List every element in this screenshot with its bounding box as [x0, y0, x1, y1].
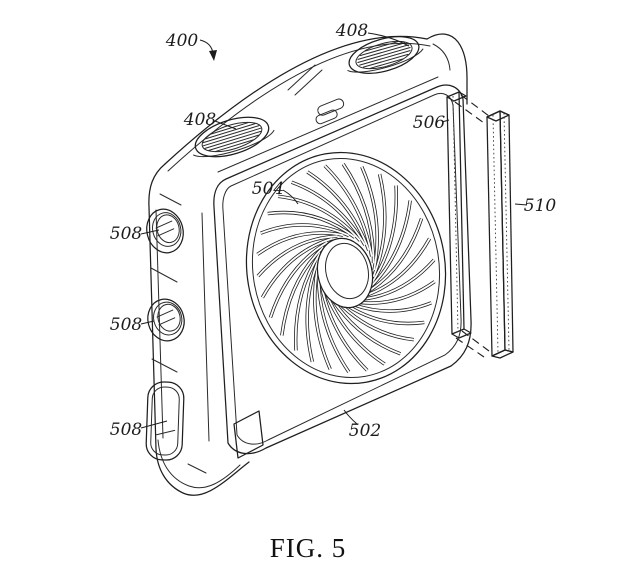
fan-hub	[316, 237, 374, 309]
ref-label-408-top: 408	[335, 21, 369, 41]
vent-hatch-lines	[357, 41, 411, 69]
top-slot	[315, 98, 345, 125]
fan-grille	[245, 151, 447, 385]
ref-label-510: 510	[524, 196, 557, 216]
front-square-port	[233, 410, 264, 459]
ref-label-400: 400	[165, 31, 199, 51]
vent-top-right	[347, 36, 424, 74]
top-face-details	[193, 36, 424, 158]
ref-label-408-left: 408	[183, 110, 217, 130]
side-button-bottom	[145, 381, 185, 461]
ref-arrowhead-400	[209, 50, 217, 61]
top-crease-bevel	[217, 76, 439, 173]
figure-caption: FIG. 5	[270, 533, 347, 563]
ref-label-506: 506	[413, 113, 446, 133]
left-crease-bevel	[201, 212, 210, 442]
ref-label-508-top: 508	[110, 224, 143, 244]
vent-hatch-lines	[202, 122, 262, 152]
ref-label-508-bottom: 508	[110, 420, 143, 440]
corner-seam	[432, 43, 451, 71]
side-button-top	[146, 208, 184, 254]
clip-bar	[486, 110, 514, 359]
ref-label-504: 504	[252, 179, 284, 199]
side-button-middle	[147, 298, 185, 342]
ref-label-508-middle: 508	[110, 315, 143, 335]
fan-hub-inner	[325, 242, 369, 300]
side-rail	[446, 91, 472, 339]
reference-labels: 400 408 408 504 506 510 508 508 508 502	[110, 21, 557, 441]
left-face-details	[145, 193, 207, 474]
vent-top-left	[193, 116, 275, 158]
front-face	[201, 76, 472, 459]
dashed-connectors	[454, 94, 490, 358]
ref-label-502: 502	[349, 421, 381, 441]
